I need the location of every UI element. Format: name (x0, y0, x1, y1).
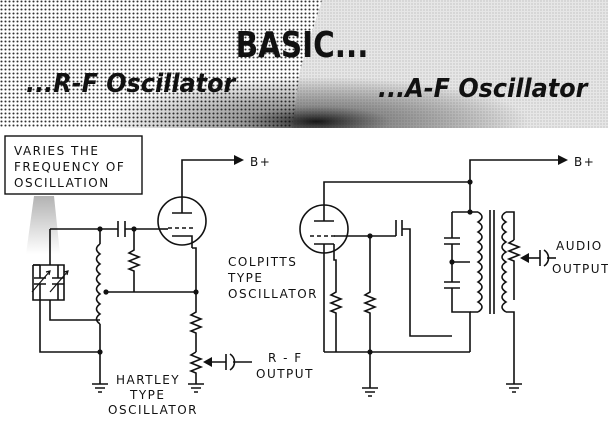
af-subtitle: ...A-F Oscillator (378, 73, 589, 103)
note-box: VARIES THE FREQUENCY OF OSCILLATION (4, 135, 143, 195)
note-line-2: FREQUENCY OF (14, 160, 125, 174)
audio-output-label-2: OUTPUT (552, 262, 608, 276)
triode-tube-2 (299, 155, 568, 352)
transformer-coil (470, 210, 508, 314)
colpitts-grid-capacitor (395, 220, 452, 337)
note-line-1: VARIES THE (14, 144, 99, 158)
grid-capacitor (100, 221, 160, 237)
ground-left-1 (92, 352, 108, 393)
b-plus-label-2: B+ (574, 155, 595, 169)
audio-potentiometer (506, 239, 556, 300)
banner-heading: BASIC... (236, 23, 369, 66)
note-pointer (26, 196, 60, 254)
colpitts-circuit: B+ (227, 155, 608, 397)
hartley-label-2: TYPE (129, 388, 165, 402)
variable-capacitor-1 (31, 264, 51, 300)
colpitts-label-3: OSCILLATOR (228, 287, 318, 301)
hartley-circuit: VARIES THE FREQUENCY OF OSCILLATION (4, 135, 314, 417)
title-banner: BASIC... ...R-F Oscillator ...A-F Oscill… (0, 0, 608, 128)
variable-capacitor-2 (49, 265, 69, 300)
triode-tube-1 (157, 155, 244, 292)
hartley-label-1: HARTLEY (116, 373, 180, 387)
hartley-label-3: OSCILLATOR (108, 403, 198, 417)
hartley-coil (95, 243, 102, 325)
ground-left-2 (188, 383, 204, 393)
audio-output-label-1: AUDIO (556, 239, 603, 253)
output-potentiometer (188, 351, 252, 384)
ground-right-2 (506, 383, 522, 393)
colpitts-label-1: COLPITTS (228, 255, 297, 269)
colpitts-label-2: TYPE (227, 271, 263, 285)
grid-leak-resistor (126, 229, 142, 292)
note-line-3: OSCILLATION (14, 176, 110, 190)
b-plus-label-1: B+ (250, 155, 271, 169)
rf-subtitle: ...R-F Oscillator (26, 68, 237, 98)
banner-shadow (0, 0, 608, 128)
rf-output-label-2: OUTPUT (256, 367, 314, 381)
ground-right-1 (362, 352, 378, 397)
colpitts-capacitors (444, 211, 470, 310)
rf-output-label-1: R - F (268, 351, 303, 365)
